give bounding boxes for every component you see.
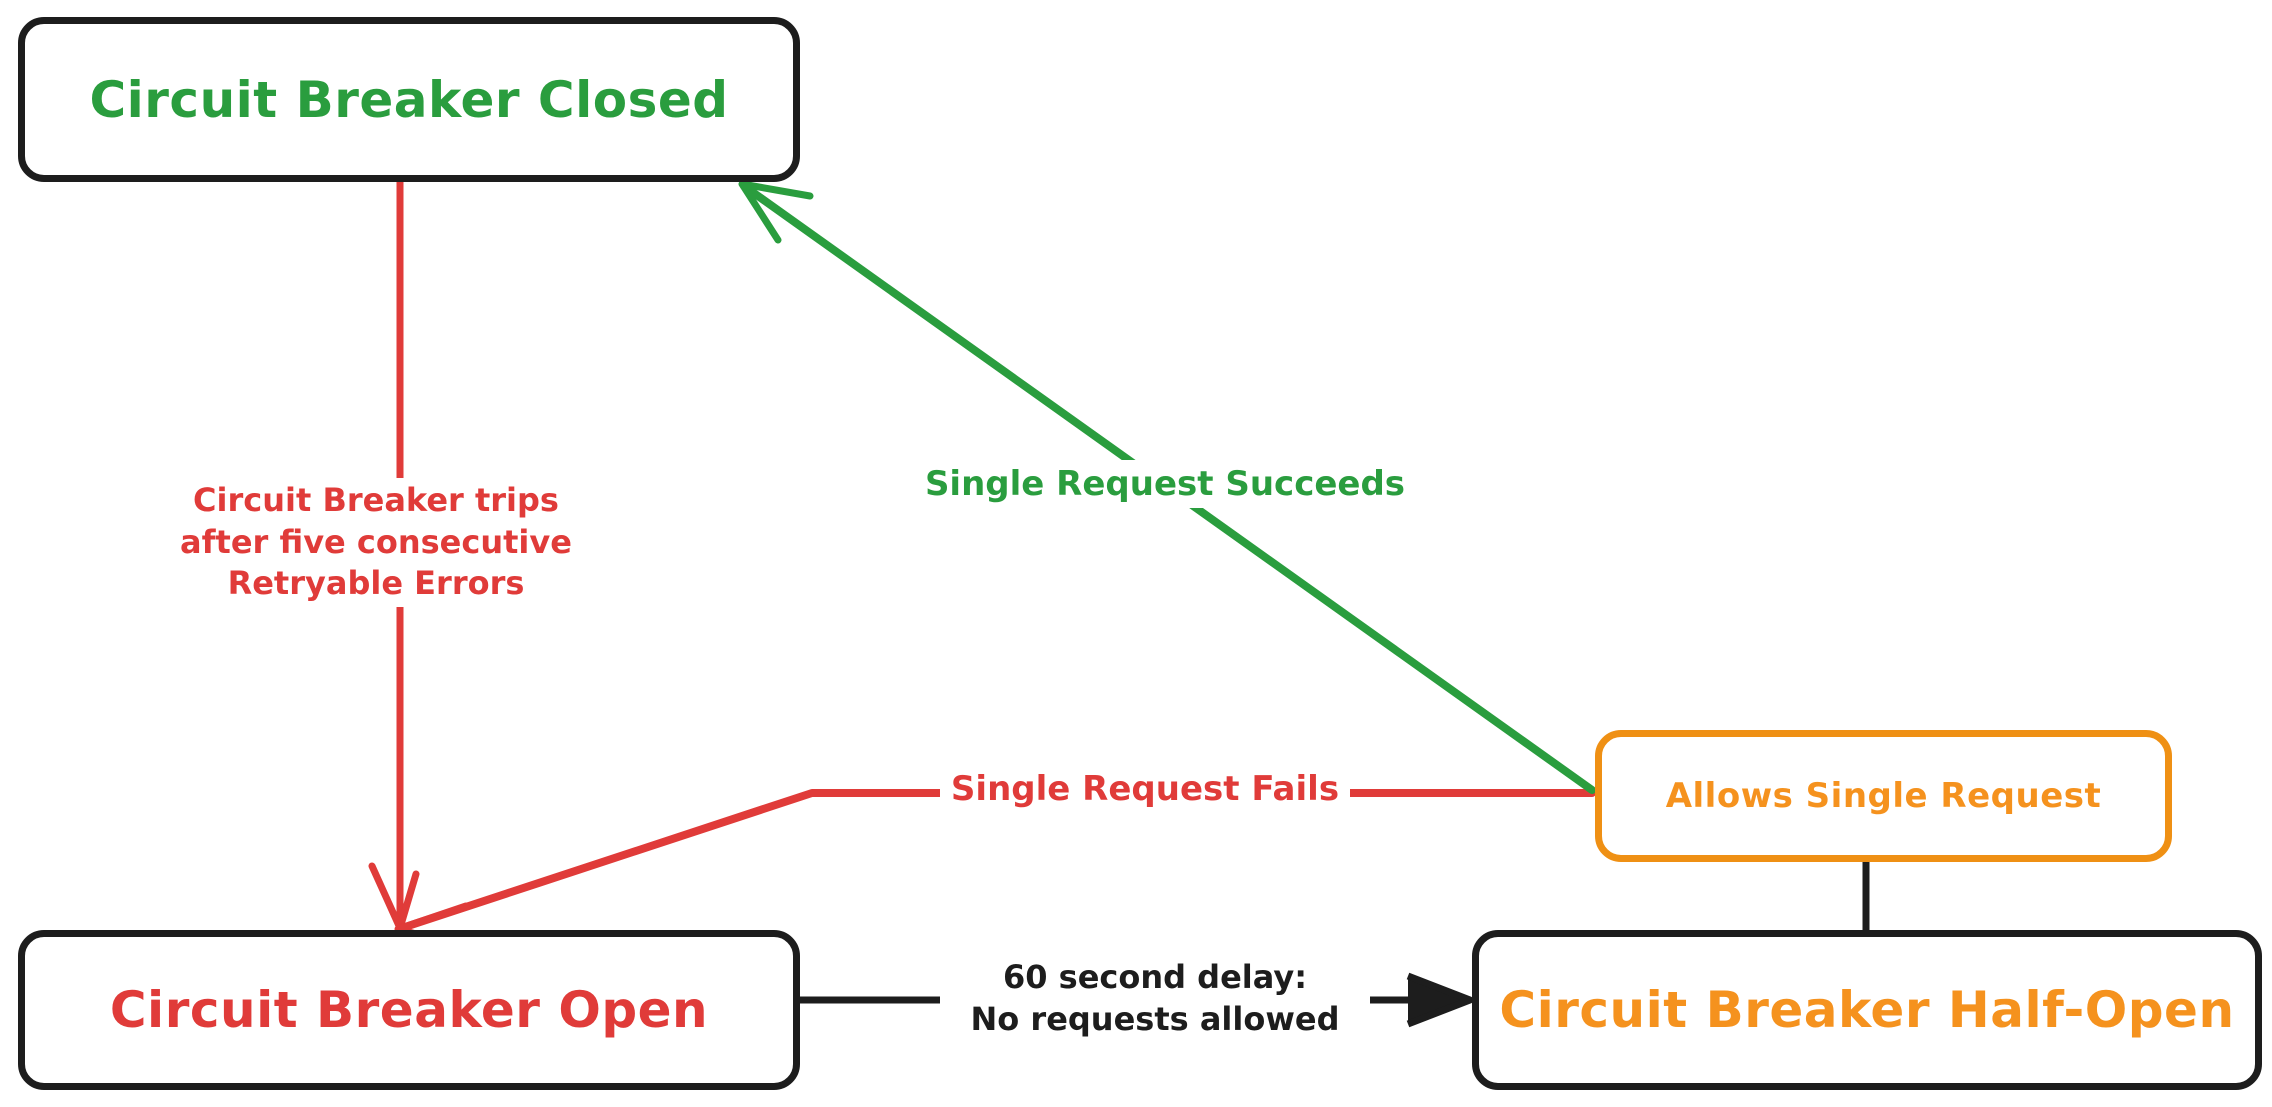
node-circuit-breaker-half-open[interactable]: Circuit Breaker Half-Open bbox=[1472, 930, 2262, 1090]
edge-label-allows-to-open: Single Request Fails bbox=[940, 765, 1350, 814]
node-circuit-breaker-open[interactable]: Circuit Breaker Open bbox=[18, 930, 800, 1090]
edge-label-open-to-halfopen: 60 second delay: No requests allowed bbox=[940, 955, 1370, 1043]
node-label-open: Circuit Breaker Open bbox=[109, 981, 709, 1039]
node-circuit-breaker-closed[interactable]: Circuit Breaker Closed bbox=[18, 17, 800, 182]
edge-label-closed-to-open: Circuit Breaker trips after five consecu… bbox=[166, 478, 586, 607]
node-label-closed: Circuit Breaker Closed bbox=[89, 70, 729, 129]
node-label-half-open: Circuit Breaker Half-Open bbox=[1499, 981, 2235, 1039]
node-label-allows-single-request: Allows Single Request bbox=[1665, 776, 2102, 816]
node-allows-single-request[interactable]: Allows Single Request bbox=[1595, 730, 2172, 862]
edge-label-allows-to-closed: Single Request Succeeds bbox=[915, 460, 1415, 509]
edge-allows-to-open bbox=[394, 789, 1596, 948]
